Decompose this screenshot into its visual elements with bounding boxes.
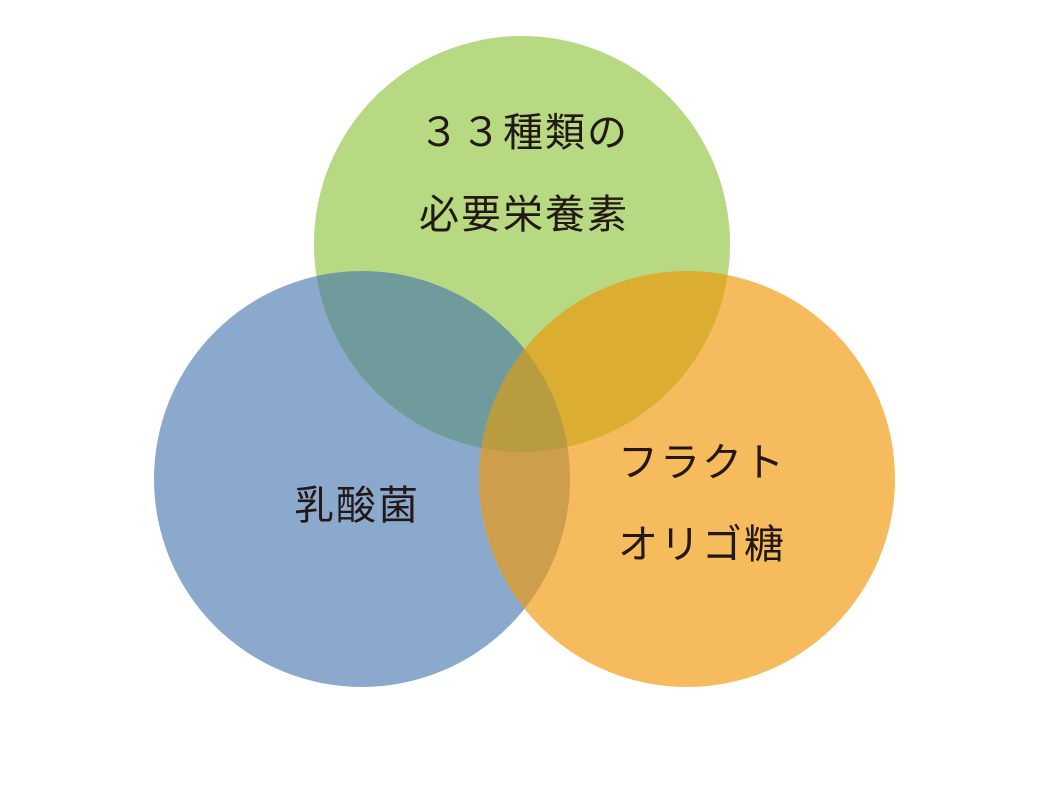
lactic-label: 乳酸菌 [294, 483, 420, 529]
oligo-label-line2: オリゴ糖 [618, 522, 786, 568]
overlap-nutrients-oligo [479, 271, 730, 452]
nutrients-label-line2: 必要栄養素 [419, 192, 629, 238]
overlap-nutrients-lactic [314, 271, 570, 452]
nutrients-label-line1: ３３種類の [419, 110, 629, 156]
oligo-label-line1: フラクト [618, 440, 786, 486]
